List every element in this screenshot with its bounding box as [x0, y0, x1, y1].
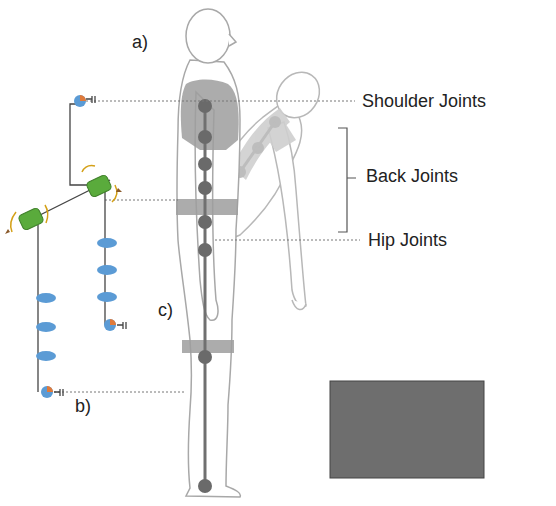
- joint-label: Hip Joints: [366, 231, 449, 251]
- joint-chain: [198, 99, 212, 493]
- exo-schematic: [5, 95, 126, 398]
- part-label: b): [73, 397, 93, 417]
- guide-lines: [50, 101, 360, 392]
- joint-label: Shoulder Joints: [360, 92, 488, 112]
- part-label: c): [156, 301, 175, 321]
- harness: [176, 80, 239, 354]
- hip-belt: [176, 199, 238, 215]
- part-label: a): [130, 33, 150, 53]
- joint-label: Back Joints: [364, 167, 460, 187]
- bracket: [338, 128, 356, 232]
- standing-figure: [177, 9, 241, 497]
- gray-box: [330, 381, 484, 478]
